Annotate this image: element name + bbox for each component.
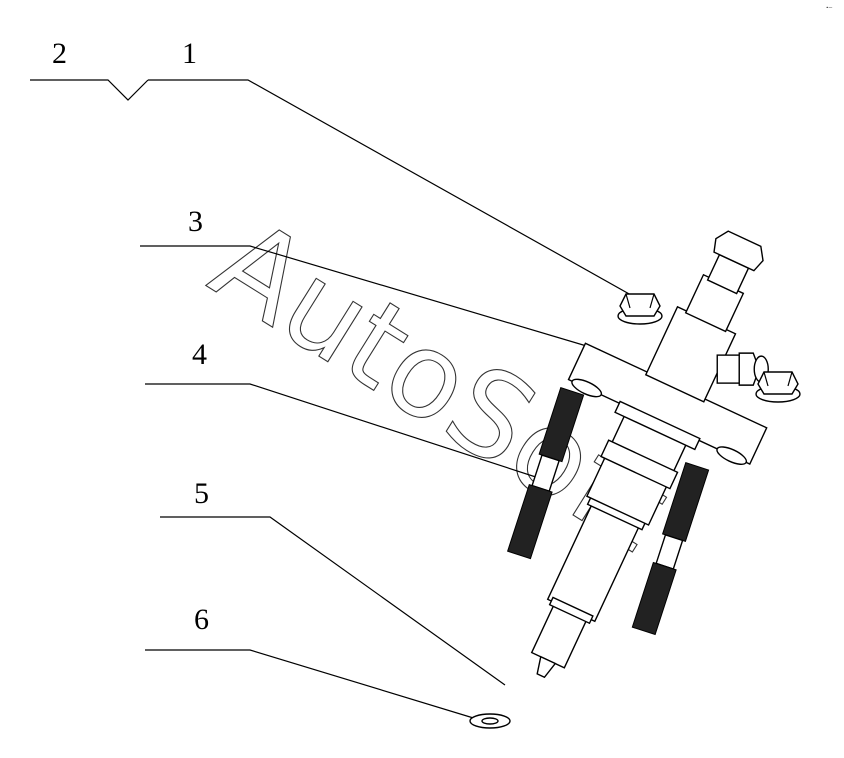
- stud-left: [506, 386, 585, 560]
- callout-1: 1: [182, 37, 197, 70]
- callout-2: 2: [52, 37, 67, 70]
- leader-line-1: [148, 79, 641, 301]
- callout-5: 5: [194, 477, 209, 510]
- leader-lines: [30, 79, 641, 721]
- callout-6: 6: [194, 603, 209, 636]
- leader-line-2: [30, 79, 149, 101]
- stud-right: [631, 461, 710, 636]
- injector-assembly: [469, 230, 801, 729]
- leader-line-6: [145, 649, 481, 721]
- nut-left: [617, 293, 663, 325]
- leader-line-4: [145, 383, 546, 481]
- callout-4: 4: [192, 338, 207, 371]
- sealing-washer: [469, 713, 511, 729]
- top-hex-nut: [713, 230, 764, 272]
- nut-right: [755, 371, 801, 403]
- fuel-inlet-fitting: [716, 352, 769, 386]
- leader-line-5: [160, 516, 506, 686]
- leader-line-3: [140, 245, 601, 351]
- corner-mark: •—: [826, 5, 832, 10]
- nozzle-tip: [536, 655, 557, 679]
- callout-3: 3: [188, 205, 203, 238]
